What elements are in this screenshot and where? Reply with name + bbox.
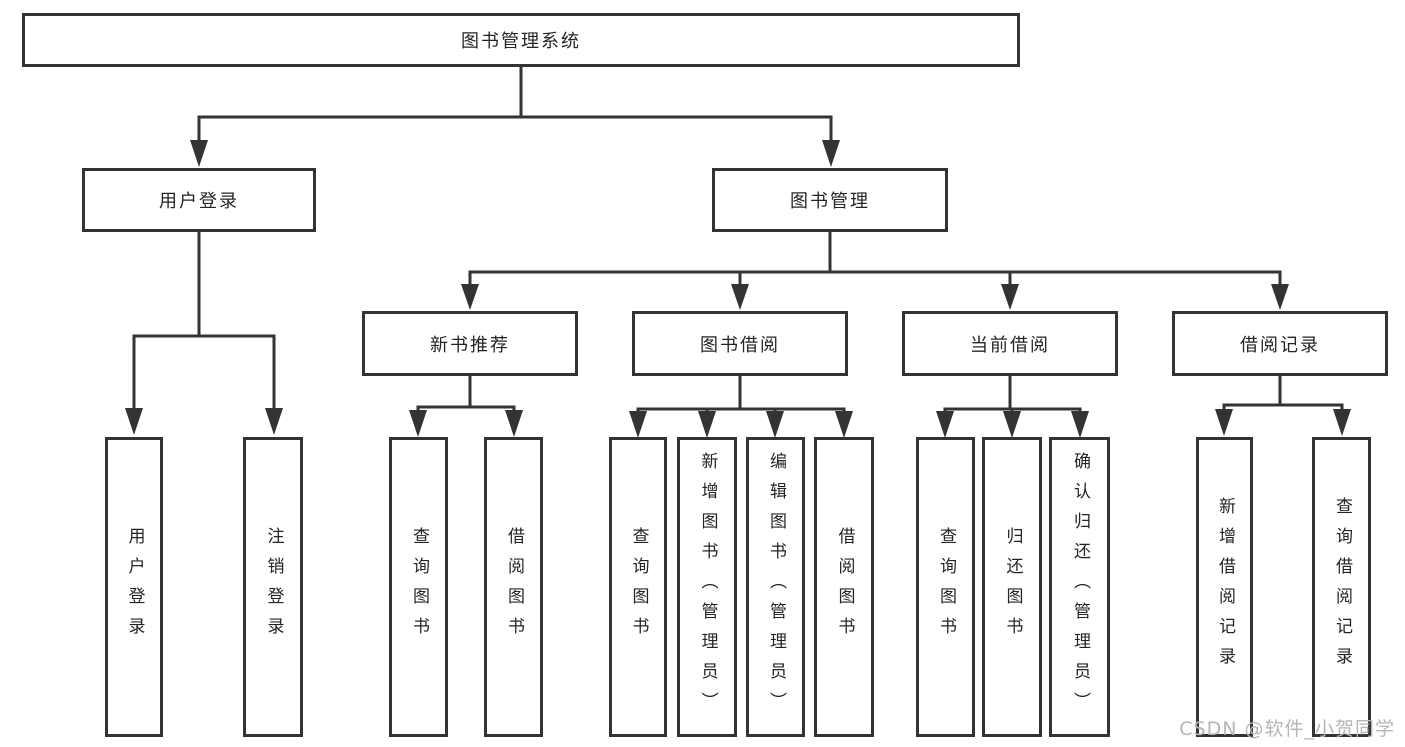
node-label: 图书管理 (790, 191, 870, 212)
node-label: 图书管理系统 (461, 31, 581, 52)
arrowhead (766, 411, 784, 438)
arrowhead (1215, 409, 1233, 436)
leaf-label: 新增借阅记录 (1215, 497, 1235, 677)
arrowhead (629, 411, 647, 438)
leaf-label: 查询借阅记录 (1332, 497, 1352, 677)
arrowhead (265, 408, 283, 435)
leaf-user-login: 用户登录 (105, 437, 163, 737)
arrowhead (461, 284, 479, 310)
arrowhead (835, 411, 853, 438)
arrowhead (936, 411, 954, 438)
node-user-login: 用户登录 (82, 168, 316, 232)
node-label: 新书推荐 (430, 334, 510, 356)
leaf-label: 查询图书 (628, 527, 649, 647)
leaf-records-add-record: 新增借阅记录 (1196, 437, 1253, 737)
arrowhead (1003, 411, 1021, 438)
node-label: 当前借阅 (970, 334, 1050, 356)
leaf-borrowing-edit-books-admin: 编辑图书（管理员） (746, 437, 805, 737)
node-label: 借阅记录 (1240, 334, 1320, 356)
leaf-label: 确认归还（管理员） (1070, 452, 1090, 722)
leaf-borrowing-add-books-admin: 新增图书（管理员） (677, 437, 737, 737)
connector-borrowing-to-leaves (636, 375, 846, 413)
watermark: CSDN @软件_小贺同学 (1179, 718, 1395, 740)
arrowhead (125, 408, 143, 435)
leaf-label: 注销登录 (263, 527, 284, 647)
node-book-borrowing: 图书借阅 (632, 311, 848, 376)
node-library-system: 图书管理系统 (22, 13, 1020, 67)
arrowhead (505, 410, 523, 437)
connector-bookmgmt-to-level3 (468, 230, 1282, 287)
leaf-borrowing-borrow-books: 借阅图书 (814, 437, 874, 737)
connector-current-to-leaves (943, 375, 1082, 413)
leaf-label: 新增图书（管理员） (697, 452, 718, 722)
leaf-label: 借阅图书 (504, 527, 524, 647)
connector-userlogin-to-leaves (132, 230, 276, 410)
node-book-management: 图书管理 (712, 168, 948, 232)
arrowhead (1001, 284, 1019, 310)
arrowhead (1271, 284, 1289, 310)
connector-root-to-level2 (197, 65, 833, 145)
arrowhead (698, 411, 716, 438)
leaf-current-return-books: 归还图书 (982, 437, 1042, 737)
leaf-label: 借阅图书 (834, 527, 855, 647)
leaf-label: 用户登录 (124, 527, 145, 647)
node-borrow-records: 借阅记录 (1172, 311, 1388, 376)
leaf-newbook-borrow-books: 借阅图书 (484, 437, 543, 737)
arrowhead (409, 410, 427, 437)
arrowhead (1071, 411, 1089, 438)
connector-newbook-to-leaves (416, 375, 516, 412)
leaf-current-query-books: 查询图书 (916, 437, 975, 737)
leaf-current-confirm-return-admin: 确认归还（管理员） (1049, 437, 1110, 737)
arrowhead (1333, 409, 1351, 436)
leaf-records-query-record: 查询借阅记录 (1312, 437, 1371, 737)
node-label: 用户登录 (159, 191, 239, 212)
leaf-label: 归还图书 (1002, 527, 1023, 647)
leaf-newbook-query-books: 查询图书 (389, 437, 448, 737)
arrowhead (731, 284, 749, 310)
leaf-label: 编辑图书（管理员） (766, 452, 786, 722)
leaf-borrowing-query-books: 查询图书 (609, 437, 667, 737)
leaf-label: 查询图书 (409, 527, 429, 647)
leaf-logout: 注销登录 (243, 437, 303, 737)
leaf-label: 查询图书 (936, 527, 956, 647)
node-current-borrowing: 当前借阅 (902, 311, 1118, 376)
arrowhead (190, 140, 208, 167)
arrowhead (822, 140, 840, 167)
node-new-book-recommend: 新书推荐 (362, 311, 578, 376)
connector-records-to-leaves (1222, 375, 1344, 410)
node-label: 图书借阅 (700, 334, 780, 356)
